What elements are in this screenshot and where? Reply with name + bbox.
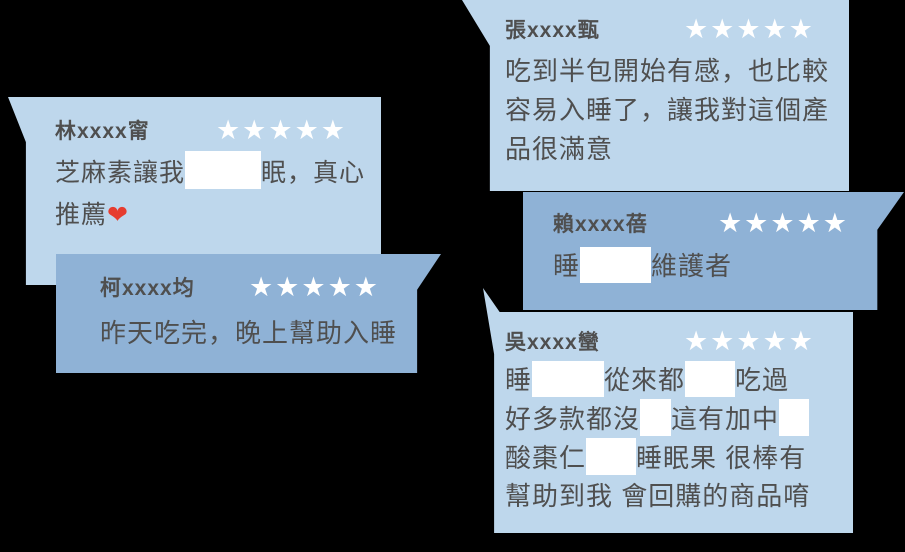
star-rating: ★★★★★ [215,114,347,145]
review-text-segment: 維護者 [651,251,733,281]
review-text-line: 容易入睡了，讓我對這個產 [505,91,828,130]
review-text-line: 昨天吃完，晚上幫助入睡 [100,314,396,352]
review-text-segment: 睡眠果 很棒有 [636,443,807,473]
review-text-segment: 昨天吃完，晚上幫助入睡 [100,318,398,348]
censored-word [532,361,605,397]
review-card-lai: 賴xxxx蓓 ★★★★★ 睡 維護者 [523,192,904,310]
review-text-segment: 睡 [505,365,533,395]
review-text-segment: 容易入睡了，讓我對這個產 [505,95,830,125]
star-rating: ★★★★★ [683,325,815,356]
review-text-segment: 酸棗仁 [505,443,587,473]
star-rating: ★★★★★ [717,207,849,238]
censored-word [779,399,810,436]
reviewer-name: 賴xxxx蓓 [553,213,648,236]
star-rating: ★★★★★ [683,13,815,44]
review-text-line: 好多款都沒這有加中 [505,399,815,438]
review-text-segment: 從來都 [604,365,686,395]
review-text-segment: 這有加中 [671,404,780,434]
review-text-segment: 吃到半包開始有感，也比較 [505,56,830,86]
review-text-line: 吃到半包開始有感，也比較 [505,52,828,91]
review-card-zhang: 張xxxx甄 ★★★★★ 吃到半包開始有感，也比較 容易入睡了，讓我對這個產 品… [462,0,849,191]
review-text-segment: 芝麻素讓我 [55,159,186,187]
review-text-line: 酸棗仁 睡眠果 很棒有 [505,438,815,477]
review-text-line: 芝麻素讓我 眠，真心 [55,151,364,194]
review-text-segment: 睡 [553,251,581,281]
review-text-segment: 品很滿意 [505,134,614,164]
review-text-line: 推薦❤ [55,194,347,236]
reviewer-name: 張xxxx甄 [505,19,600,42]
censored-word [685,361,736,397]
review-text-line: 幫助到我 會回購的商品唷 [505,477,815,515]
review-text-segment: 幫助到我 會回購的商品唷 [505,481,811,511]
review-header: 柯xxxx均 ★★★★★ [100,272,380,302]
heart-icon: ❤ [107,201,128,229]
review-text-segment: 眠，真心 [261,159,366,187]
review-card-ke: 柯xxxx均 ★★★★★ 昨天吃完，晚上幫助入睡 [56,254,441,373]
review-text: 芝麻素讓我 眠，真心 推薦❤ [55,151,364,236]
review-header: 賴xxxx蓓 ★★★★★ [553,208,849,238]
review-text-segment: 吃過 [735,365,790,395]
review-card-wu: 吳xxxx蠻 ★★★★★ 睡 從來都 吃過 好多款都沒這有加中 酸棗仁 睡眠果 很棒有… [483,288,853,533]
reviewer-name: 柯xxxx均 [100,277,195,300]
review-text: 吃到半包開始有感，也比較 容易入睡了，讓我對這個產 品很滿意 [505,52,828,169]
review-text-segment: 推薦 [55,201,108,229]
review-text: 睡 從來都 吃過 好多款都沒這有加中 酸棗仁 睡眠果 很棒有 幫助到我 會回購的商品唷 [505,361,815,515]
censored-word [185,151,262,189]
reviewer-name: 吳xxxx蠻 [505,331,600,354]
review-text-line: 睡 從來都 吃過 [505,361,815,399]
review-text-line: 睡 維護者 [553,246,849,286]
review-card-lin: 林xxxx甯 ★★★★★ 芝麻素讓我 眠，真心 推薦❤ [8,97,381,285]
review-text-segment: 好多款都沒 [505,404,641,434]
review-header: 吳xxxx蠻 ★★★★★ [505,326,815,356]
star-rating: ★★★★★ [248,271,380,302]
censored-word [640,399,672,436]
censored-word [586,438,637,475]
review-text-line: 品很滿意 [505,130,815,169]
censored-word [580,247,652,283]
review-text: 昨天吃完，晚上幫助入睡 [100,314,396,352]
review-header: 張xxxx甄 ★★★★★ [505,14,815,44]
review-header: 林xxxx甯 ★★★★★ [55,115,347,145]
review-text: 睡 維護者 [553,246,849,286]
reviewer-name: 林xxxx甯 [55,120,150,143]
